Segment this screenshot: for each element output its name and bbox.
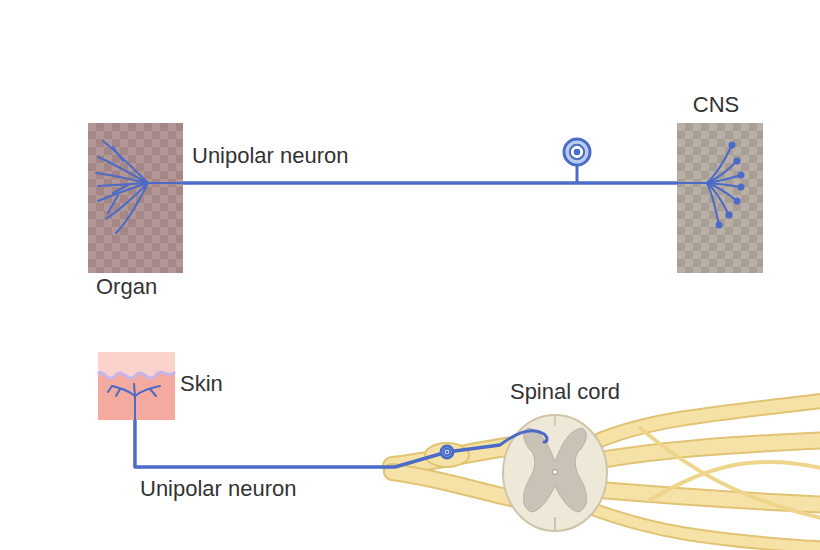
cns-label: CNS: [693, 93, 739, 117]
cns-box-shape: [677, 123, 763, 273]
neuron-axon: [183, 181, 677, 185]
skin-block: Skin: [98, 352, 175, 420]
cell-body: [441, 446, 453, 458]
neuron-label: Unipolar neuron: [192, 144, 349, 168]
cns-box: CNS: [677, 123, 763, 273]
organ-box-shape: [88, 123, 183, 273]
spinal-cord-label: Spinal cord: [510, 380, 620, 404]
spinal-cord: Spinal cord: [500, 412, 610, 534]
organ-box: Organ: [88, 123, 183, 273]
organ-label: Organ: [96, 275, 157, 299]
skin-label: Skin: [180, 372, 223, 396]
spinal-nerves: [392, 400, 820, 548]
neuron-label: Unipolar neuron: [140, 477, 297, 501]
skin-block-shape: [98, 352, 175, 420]
spinal-cord-shape: [500, 412, 610, 534]
cell-body: [564, 139, 590, 183]
neuron-axon: [135, 420, 500, 467]
